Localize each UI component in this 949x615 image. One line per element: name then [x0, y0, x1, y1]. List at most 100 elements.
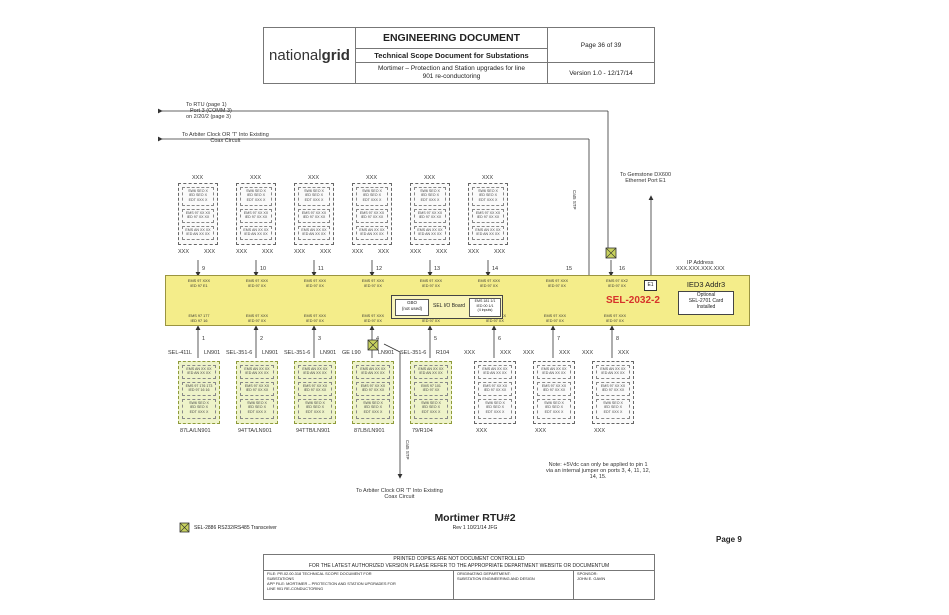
cat5-label-top: Cat5 STP [572, 190, 577, 210]
top-device-left-label: XXX [468, 249, 480, 255]
top-device-right-label: XXX [494, 249, 506, 255]
doc-type: ENGINEERING DOCUMENT [356, 28, 548, 49]
diagram-revision: Rev 1 10/21/14 JFG [452, 525, 498, 531]
bottom-port-number: 2 [260, 336, 264, 342]
top-device-left-label: XXX [352, 249, 364, 255]
bottom-device-label: XXX [476, 428, 488, 434]
top-port-number: 11 [318, 266, 324, 272]
footer-line1: PRINTED COPIES ARE NOT DOCUMENT CONTROLL… [393, 556, 525, 562]
doc-version: Version 1.0 - 12/17/14 [569, 69, 633, 77]
pin-note: Note: +5Vdc can only be applied to pin 1… [546, 462, 651, 480]
ip-address-note: IP Address XXX.XXX.XXX.XXX [676, 260, 725, 272]
bottom-device-label: XXX [594, 428, 606, 434]
logo-text: national [269, 47, 322, 64]
bottom-device-label: 79/R104 [412, 428, 433, 434]
arbiter-note-bottom: To Arbiter Clock OR 'T' Into Existing Co… [356, 488, 443, 500]
bottom-device-arrows [195, 325, 615, 358]
bottom-device-circuit: XXX [500, 350, 512, 356]
doc-subtitle: Mortimer – Protection and Station upgrad… [356, 63, 548, 83]
bottom-device-model: XXX [582, 350, 594, 356]
bottom-device-model: XXX [523, 350, 535, 356]
bottom-port-number: 3 [318, 336, 322, 342]
bottom-port-number: 4 [376, 336, 380, 342]
bottom-device-label: XXX [535, 428, 547, 434]
page-label: Page 9 [716, 535, 742, 544]
legend-text: SEL-2886 RS232/RS485 Transceiver [194, 525, 277, 531]
top-device-arrows [195, 260, 614, 277]
doc-title: Technical Scope Document for Substations [356, 49, 548, 63]
io-board-label: SEL I/O Board [433, 303, 466, 309]
bottom-device-circuit: XXX [618, 350, 630, 356]
bottom-device-circuit: R104 [436, 350, 450, 356]
top-device-left-label: XXX [410, 249, 422, 255]
top-device-left-label: XXX [178, 249, 190, 255]
gbo-box: GBO(not used) [395, 299, 429, 316]
logo-bold: grid [321, 47, 350, 64]
bottom-device-circuit: LN901 [320, 350, 337, 356]
top-device-title: XXX [424, 175, 436, 181]
document-footer: PRINTED COPIES ARE NOT DOCUMENT CONTROLL… [263, 554, 655, 600]
document-header: nationalgrid ENGINEERING DOCUMENT Page 3… [263, 27, 655, 84]
top-port-number: 12 [376, 266, 383, 272]
e1-port: E1 [644, 280, 657, 291]
footer-dept: ORIGINATING DEPARTMENT:SUBSTATION ENGINE… [454, 571, 574, 599]
top-device-title: XXX [192, 175, 204, 181]
bottom-device-label: 94TTB/LN901 [296, 428, 331, 434]
bottom-device-label: 87LA/LN901 [180, 428, 211, 434]
top-device-title: XXX [250, 175, 262, 181]
top-device-right-label: XXX [204, 249, 216, 255]
top-device-title: XXX [308, 175, 320, 181]
transceiver-icons [179, 247, 617, 533]
port16-label: 16 [619, 266, 626, 272]
top-device-title: XXX [366, 175, 378, 181]
rtu-model-label: SEL-2032-2 [606, 295, 660, 306]
top-device-right-label: XXX [436, 249, 448, 255]
